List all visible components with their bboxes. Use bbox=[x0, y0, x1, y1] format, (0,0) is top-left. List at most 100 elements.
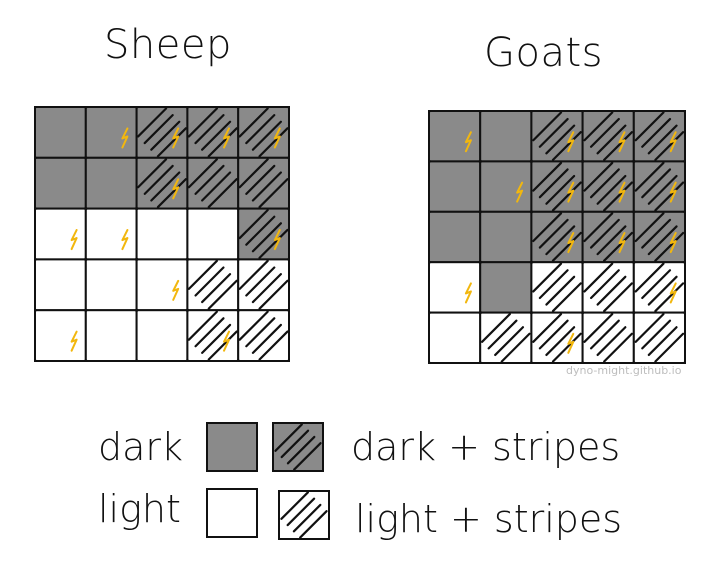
lightning-bolt-icon bbox=[121, 127, 129, 149]
stripes-mark bbox=[187, 310, 238, 361]
lightning-bolt-icon bbox=[618, 181, 626, 203]
grid-cell bbox=[135, 156, 189, 210]
grid-cell bbox=[135, 309, 189, 362]
grid-cell bbox=[428, 311, 482, 364]
grid-cell bbox=[632, 311, 686, 364]
stripes-mark bbox=[280, 491, 328, 539]
stripes-mark bbox=[137, 107, 187, 158]
grid-cell bbox=[428, 110, 482, 163]
stripes-mark bbox=[634, 262, 685, 313]
grid-cell bbox=[632, 160, 686, 213]
lightning-bolt-icon bbox=[273, 229, 281, 251]
grid-cell bbox=[186, 156, 240, 210]
grid-cell bbox=[237, 156, 290, 210]
grid-cell bbox=[237, 258, 290, 312]
stripes-mark bbox=[187, 259, 238, 310]
lightning-bolt-icon bbox=[70, 229, 78, 251]
stripes-mark bbox=[634, 212, 685, 262]
grid-cell bbox=[479, 261, 533, 314]
stripes-mark bbox=[238, 209, 289, 259]
stripes-mark bbox=[187, 158, 238, 209]
lightning-bolt-icon bbox=[669, 282, 677, 304]
grid-cell bbox=[530, 261, 584, 314]
lightning-bolt-icon bbox=[618, 131, 626, 153]
grid-cell bbox=[34, 106, 87, 159]
stripes-mark bbox=[481, 313, 531, 363]
stripes-mark bbox=[238, 259, 289, 310]
grid-cell bbox=[206, 488, 258, 538]
legend-swatch-dark bbox=[206, 422, 258, 472]
lightning-bolt-icon bbox=[172, 178, 180, 200]
grid-cell bbox=[84, 106, 138, 159]
stripes-mark bbox=[634, 111, 685, 161]
stripes-mark bbox=[583, 313, 633, 363]
grid-cell bbox=[34, 309, 87, 362]
grid-cell bbox=[479, 160, 533, 213]
grid-cell bbox=[581, 261, 635, 314]
grid-cell bbox=[632, 210, 686, 264]
legend-swatch-light-stripes bbox=[278, 490, 330, 540]
grid-cell bbox=[237, 309, 290, 362]
lightning-bolt-icon bbox=[669, 131, 677, 153]
grid-cell bbox=[237, 207, 290, 261]
grid-cell bbox=[135, 106, 189, 159]
lightning-bolt-icon bbox=[223, 330, 231, 352]
grid-cell bbox=[479, 311, 533, 364]
lightning-bolt-icon bbox=[669, 232, 677, 254]
grid-cell bbox=[581, 311, 635, 364]
lightning-bolt-icon bbox=[669, 181, 677, 203]
credit-text: dyno-might.github.io bbox=[566, 364, 682, 377]
grid-cell bbox=[206, 422, 258, 472]
stripes-mark bbox=[583, 262, 633, 313]
lightning-bolt-icon bbox=[516, 181, 524, 203]
grid-cell bbox=[84, 258, 138, 312]
stripes-mark bbox=[137, 158, 187, 209]
lightning-bolt-icon bbox=[618, 232, 626, 254]
lightning-bolt-icon bbox=[567, 131, 575, 153]
stripes-mark bbox=[583, 161, 633, 212]
grid-cell bbox=[632, 110, 686, 163]
lightning-bolt-icon bbox=[567, 332, 575, 354]
stripes-mark bbox=[583, 111, 633, 161]
grid-cell bbox=[530, 210, 584, 264]
lightning-bolt-icon bbox=[121, 229, 129, 251]
stripes-mark bbox=[187, 107, 238, 158]
goats-title: Goats bbox=[484, 30, 604, 76]
lightning-bolt-icon bbox=[464, 282, 472, 304]
lightning-bolt-icon bbox=[223, 127, 231, 149]
lightning-bolt-icon bbox=[273, 127, 281, 149]
grid-cell bbox=[84, 156, 138, 210]
stripes-mark bbox=[634, 161, 685, 212]
grid-cell bbox=[135, 207, 189, 261]
legend-label-dark-stripes: dark + stripes bbox=[351, 425, 621, 469]
grid-cell bbox=[84, 309, 138, 362]
grid-cell bbox=[34, 258, 87, 312]
grid-cell bbox=[84, 207, 138, 261]
stripes-mark bbox=[532, 313, 582, 363]
stripes-mark bbox=[238, 158, 289, 209]
grid-cell bbox=[186, 258, 240, 312]
grid-cell bbox=[186, 106, 240, 159]
stripes-mark bbox=[238, 310, 289, 361]
legend-label-light-stripes: light + stripes bbox=[355, 497, 623, 541]
grid-cell bbox=[272, 422, 324, 472]
grid-cell bbox=[428, 210, 482, 264]
grid-cell bbox=[278, 490, 330, 540]
legend-label-light: light bbox=[98, 487, 181, 531]
stripes-mark bbox=[634, 313, 685, 363]
lightning-bolt-icon bbox=[567, 232, 575, 254]
grid-cell bbox=[237, 106, 290, 159]
lightning-bolt-icon bbox=[172, 279, 180, 301]
grid-cell bbox=[428, 261, 482, 314]
lightning-bolt-icon bbox=[172, 127, 180, 149]
stripes-mark bbox=[532, 262, 582, 313]
grid-cell bbox=[581, 160, 635, 213]
grid-cell bbox=[186, 207, 240, 261]
grid-cell bbox=[581, 110, 635, 163]
grid-cell bbox=[34, 207, 87, 261]
stripes-mark bbox=[532, 212, 582, 262]
grid-cell bbox=[428, 160, 482, 213]
grid-cell bbox=[479, 210, 533, 264]
lightning-bolt-icon bbox=[464, 131, 472, 153]
legend-swatch-light bbox=[206, 488, 258, 538]
